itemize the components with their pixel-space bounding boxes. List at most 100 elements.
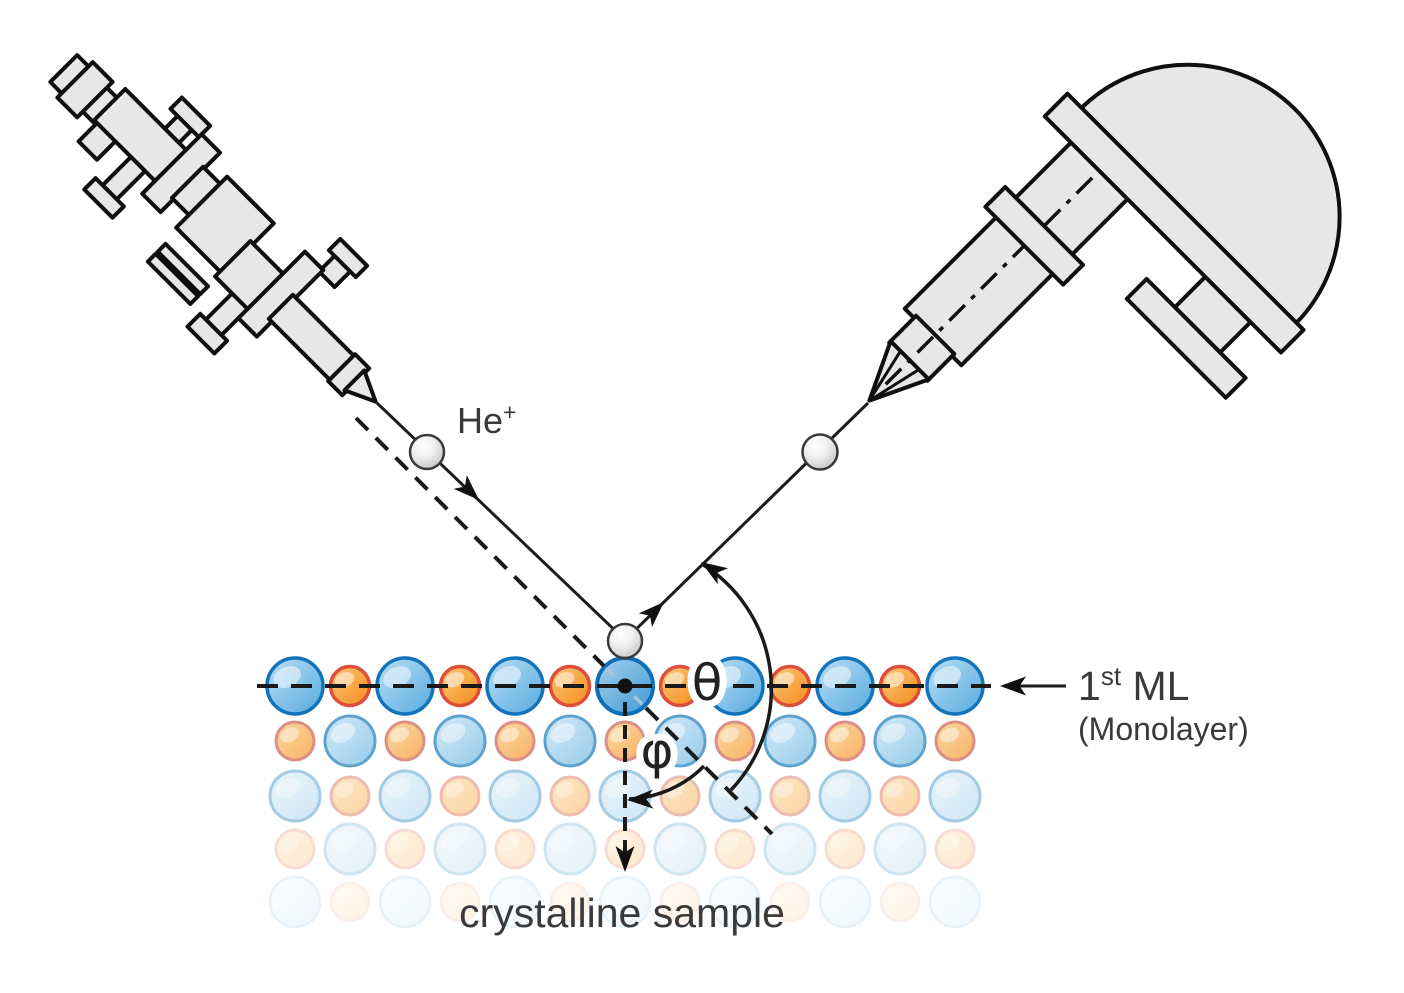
atom-highlight xyxy=(885,782,905,798)
atom-blue xyxy=(928,875,982,929)
atom-orange xyxy=(494,828,536,870)
impact-atom-center-dot xyxy=(617,678,633,694)
atom-highlight xyxy=(830,727,850,743)
ion-sphere-incident xyxy=(408,433,446,471)
atom-orange xyxy=(549,881,591,923)
atom-highlight xyxy=(330,723,356,743)
he-ion-label: He+ xyxy=(457,399,516,441)
atom-blue xyxy=(268,769,322,823)
atom-orange xyxy=(439,775,481,817)
atom-highlight xyxy=(335,782,355,798)
atom-blue xyxy=(378,875,432,929)
atom-blue xyxy=(873,822,927,876)
atom-highlight xyxy=(775,782,795,798)
atom-blue xyxy=(488,769,542,823)
atom-highlight xyxy=(885,888,905,904)
theta-label-halo: θ xyxy=(692,654,723,712)
atom-blue xyxy=(323,822,377,876)
atom-orange xyxy=(769,775,811,817)
atom-highlight xyxy=(440,831,466,851)
atom-orange xyxy=(879,775,921,817)
atom-highlight xyxy=(664,672,685,688)
atom-orange xyxy=(549,775,591,817)
gun-tee-cap xyxy=(185,311,230,356)
atom-highlight xyxy=(660,831,686,851)
atom-highlight xyxy=(500,727,520,743)
atom-highlight xyxy=(935,778,961,798)
atom-blue xyxy=(433,822,487,876)
atom-orange xyxy=(714,828,756,870)
atom-highlight xyxy=(334,672,355,688)
atom-blue xyxy=(488,875,542,929)
atom-highlight xyxy=(273,666,302,689)
atom-blue xyxy=(763,714,817,768)
atom-blue xyxy=(543,714,597,768)
atom-orange xyxy=(714,720,756,762)
detector-mount-plate xyxy=(1042,91,1306,355)
monolayer-sub-label: (Monolayer) xyxy=(1078,711,1249,747)
gun-tee-cap xyxy=(82,176,126,220)
atom-blue xyxy=(818,875,872,929)
atom-orange xyxy=(824,720,866,762)
atom-blue xyxy=(708,875,762,929)
atom-highlight xyxy=(880,723,906,743)
atom-highlight xyxy=(550,831,576,851)
atom-blue xyxy=(598,875,652,929)
atom-highlight xyxy=(713,666,742,689)
atom-highlight xyxy=(500,835,520,851)
atom-orange xyxy=(934,720,976,762)
gun-side-rail xyxy=(155,241,211,297)
atom-highlight xyxy=(385,778,411,798)
ion-sphere-scattered xyxy=(801,433,839,471)
atom-highlight xyxy=(280,835,300,851)
atom-blue xyxy=(323,714,377,768)
ion-sphere-impact xyxy=(606,622,644,660)
atom-highlight xyxy=(940,727,960,743)
atom-highlight xyxy=(830,835,850,851)
atom-highlight xyxy=(715,884,741,904)
atom-highlight xyxy=(933,666,962,689)
theta-label: θ xyxy=(692,654,723,712)
atom-highlight xyxy=(445,888,465,904)
atom-orange xyxy=(769,881,811,923)
atom-orange xyxy=(494,720,536,762)
atom-orange xyxy=(384,828,426,870)
phi-label-halo: φ xyxy=(641,722,674,780)
gun-side-rail xyxy=(145,251,201,307)
gun-tee-cap xyxy=(326,236,370,280)
phi-angle-arc xyxy=(626,764,706,810)
detector-foot-bar xyxy=(1124,276,1248,400)
atom-blue xyxy=(818,769,872,823)
atom-highlight xyxy=(445,782,465,798)
atom-highlight xyxy=(825,884,851,904)
phi-label: φ xyxy=(641,722,674,780)
atom-blue xyxy=(873,714,927,768)
atom-highlight xyxy=(884,672,905,688)
atom-highlight xyxy=(770,723,796,743)
atom-highlight xyxy=(823,666,852,689)
atom-orange xyxy=(659,881,701,923)
gun-nozzle-cone xyxy=(342,368,378,404)
detector-axis-dashdot-line xyxy=(884,169,1101,386)
atom-highlight xyxy=(495,884,521,904)
atom-blue xyxy=(763,822,817,876)
detector-flange xyxy=(983,185,1085,287)
atom-blue xyxy=(928,769,982,823)
gun-tee-cap xyxy=(168,95,213,140)
beam-axis-dashed-line xyxy=(354,416,774,836)
detector-nozzle-inner-lines xyxy=(870,350,920,400)
atom-highlight xyxy=(720,727,740,743)
atom-highlight xyxy=(554,672,575,688)
atom-highlight xyxy=(720,835,740,851)
atom-highlight xyxy=(825,778,851,798)
atom-blue xyxy=(433,714,487,768)
atom-highlight xyxy=(555,782,575,798)
atom-highlight xyxy=(275,884,301,904)
atom-highlight xyxy=(880,831,906,851)
atom-highlight xyxy=(390,727,410,743)
atom-highlight xyxy=(493,666,522,689)
atom-highlight xyxy=(775,888,795,904)
atom-orange xyxy=(274,828,316,870)
atom-highlight xyxy=(774,672,795,688)
